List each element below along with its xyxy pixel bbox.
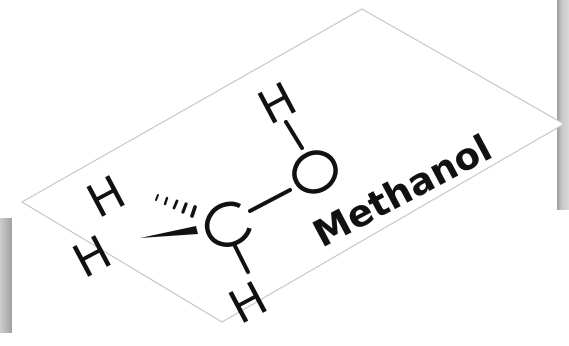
- bond-c-h-bottom: [232, 242, 250, 274]
- bond-c-h-wedge: [140, 226, 198, 238]
- side-panel-left: [0, 218, 12, 333]
- side-panel-right: [557, 0, 569, 210]
- bond-c-o: [248, 188, 292, 213]
- atom-carbon: C: [0, 0, 252, 247]
- bond-c-h-dashed: [155, 194, 197, 218]
- svg-text:C: C: [0, 0, 32, 11]
- bond-o-h: [284, 120, 304, 150]
- atom-oxygen: O: [292, 150, 338, 194]
- card-outline: [20, 8, 566, 323]
